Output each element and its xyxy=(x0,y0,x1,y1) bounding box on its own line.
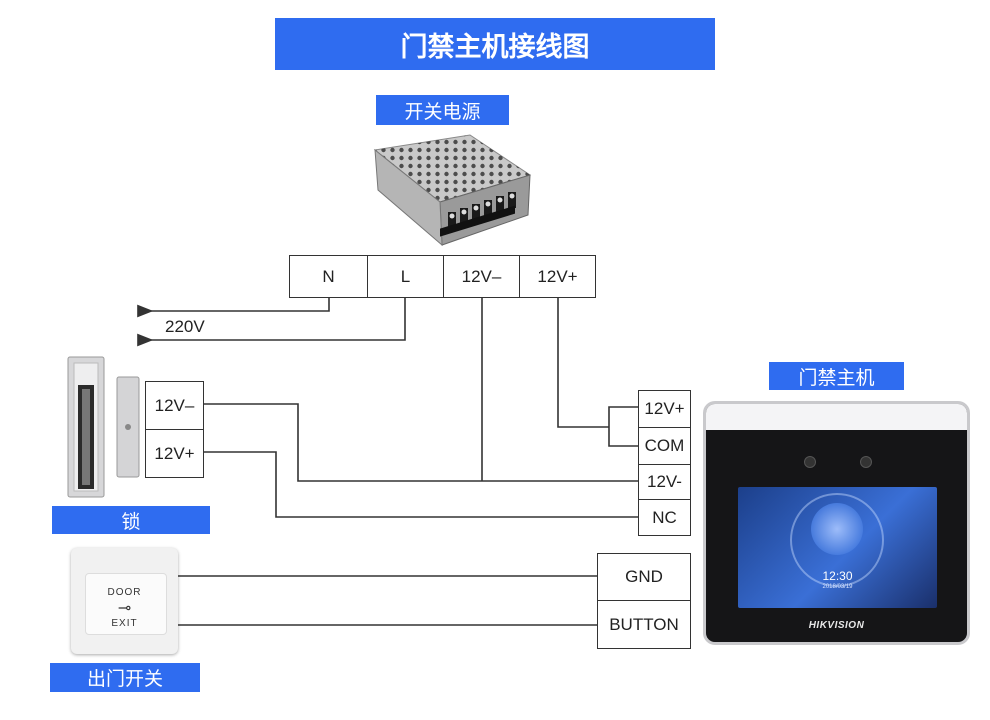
exit-button-image: DOOR ⊸ EXIT xyxy=(71,548,178,654)
psu-terminal-12v-plus: 12V+ xyxy=(519,255,596,298)
access-controller-device: 12:30 2018/03/19 HIKVISION xyxy=(703,401,970,645)
controller-terminal-12v-plus: 12V+ xyxy=(638,390,691,428)
wire-lock-12v-plus xyxy=(204,451,638,518)
wire-l-to-mains xyxy=(137,298,406,347)
key-icon: ⊸ xyxy=(117,598,132,617)
lock-label: 锁 xyxy=(52,506,210,534)
brand-logo: HIKVISION xyxy=(808,620,865,631)
mains-voltage-label: 220V xyxy=(165,317,205,336)
wire-lock-12v-minus xyxy=(204,403,638,482)
wire-psu-12v-plus xyxy=(557,298,609,428)
psu-terminal-12v-minus: 12V– xyxy=(443,255,520,298)
wire-n-to-mains xyxy=(137,298,330,318)
exit-button-exit-text: EXIT xyxy=(111,618,138,629)
controller-terminal-com: COM xyxy=(638,427,691,465)
lock-terminal-12v-minus: 12V– xyxy=(145,381,204,430)
controller-terminal-button: BUTTON xyxy=(597,600,691,649)
power-supply-image xyxy=(373,134,532,247)
exit-switch-label: 出门开关 xyxy=(50,663,200,692)
wire-com-jumper xyxy=(608,406,638,447)
controller-screen: 12:30 2018/03/19 xyxy=(738,487,937,608)
controller-terminal-12v-minus: 12V- xyxy=(638,464,691,500)
exit-button-door-text: DOOR xyxy=(107,587,142,598)
lock-terminal-12v-plus: 12V+ xyxy=(145,429,204,478)
diagram-title: 门禁主机接线图 xyxy=(275,18,715,70)
controller-terminal-gnd: GND xyxy=(597,553,691,601)
screen-date: 2018/03/19 xyxy=(822,584,853,590)
power-supply-label: 开关电源 xyxy=(376,95,509,125)
magnetic-lock-image xyxy=(67,356,140,498)
controller-label: 门禁主机 xyxy=(769,362,904,390)
camera-right-icon xyxy=(860,456,872,468)
controller-terminal-nc: NC xyxy=(638,499,691,536)
screen-time: 12:30 xyxy=(822,569,853,583)
camera-left-icon xyxy=(804,456,816,468)
